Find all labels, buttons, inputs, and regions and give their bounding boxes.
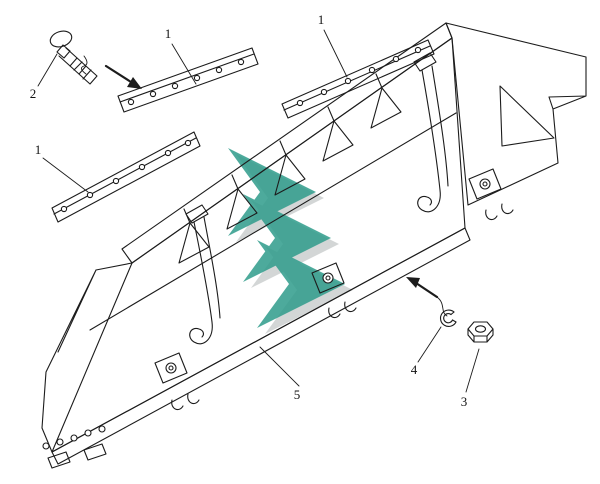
- left-end-bolt-holes: [42, 425, 106, 450]
- left-foot-tab: [83, 443, 107, 461]
- leader-1b: [323, 29, 348, 78]
- callout-1a: 1: [165, 26, 172, 41]
- leader-2: [37, 53, 58, 87]
- left-foot-tab: [47, 451, 71, 469]
- install-arrow-top: [104, 64, 142, 89]
- right-end-plate: [445, 22, 587, 206]
- leader-1c: [42, 157, 89, 193]
- watermark-chevron: [228, 148, 316, 236]
- left-end-plate: [41, 262, 133, 453]
- mount-bracket: [311, 262, 345, 294]
- mount-bracket: [154, 352, 188, 384]
- callout-2: 2: [30, 86, 37, 101]
- watermark-chevron: [257, 240, 345, 328]
- line-art: [37, 22, 587, 469]
- leader-4: [417, 326, 442, 363]
- watermark-chevron: [243, 194, 331, 282]
- watermark-logo: [228, 148, 345, 328]
- leader-lines: [37, 29, 480, 393]
- mount-bracket: [468, 168, 502, 200]
- install-arrow-right: [406, 277, 448, 317]
- callout-labels: 1 1 1 2 3 4 5: [30, 12, 468, 409]
- callout-4: 4: [411, 362, 418, 377]
- leader-3: [465, 348, 480, 393]
- lifting-hook-right: [413, 52, 449, 213]
- moldboard-crease: [89, 112, 457, 331]
- right-end-gusset: [499, 85, 555, 147]
- cutting-edge-strip-upper-right: [281, 39, 435, 119]
- lifting-hook-left: [185, 204, 221, 345]
- moldboard-face: [51, 37, 466, 453]
- carriage-bolt: [49, 30, 98, 85]
- hex-nut: [467, 321, 494, 343]
- cutting-edge-strip-lower-left: [51, 131, 201, 223]
- callout-1b: 1: [318, 12, 325, 27]
- cutting-edge-strip-upper-left: [117, 47, 259, 113]
- callout-1c: 1: [35, 142, 42, 157]
- callout-3: 3: [461, 394, 468, 409]
- blade-assembly: [41, 22, 587, 469]
- leader-1a: [171, 43, 197, 85]
- cutting-edge-bottom: [51, 227, 471, 465]
- callout-5: 5: [294, 387, 301, 402]
- leader-5: [259, 346, 300, 387]
- clevis-hooks: [171, 203, 514, 411]
- lock-washer: [439, 309, 457, 327]
